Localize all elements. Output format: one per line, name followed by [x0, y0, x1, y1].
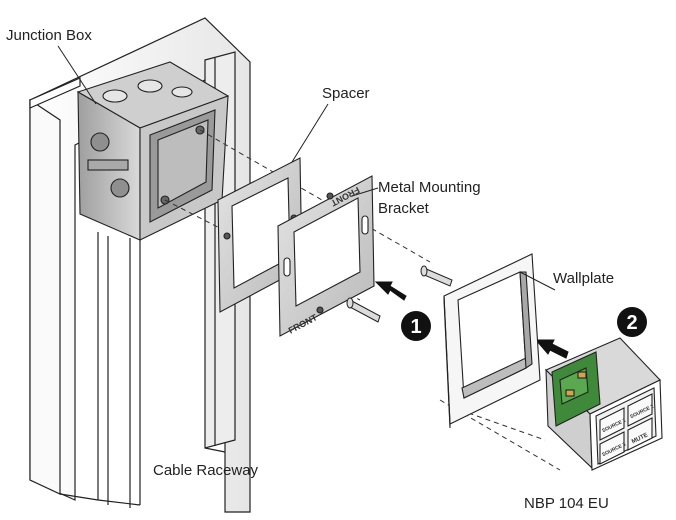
arrow-to-bracket	[374, 281, 407, 301]
junction-box	[76, 61, 230, 241]
label-bracket-line2: Bracket	[378, 200, 429, 217]
insert-arrows	[374, 281, 569, 359]
step-badge-2: 2	[617, 307, 647, 337]
label-cable-raceway: Cable Raceway	[153, 462, 259, 479]
keypad-module: SOURCE 1 SOURCE 2 SOURCE 3 MUTE	[545, 337, 663, 471]
label-junction-box: Junction Box	[6, 27, 92, 44]
cable-raceway	[29, 17, 251, 513]
wallplate	[443, 253, 541, 429]
label-spacer: Spacer	[322, 85, 370, 102]
step-badge-2-number: 2	[626, 312, 637, 334]
keypad-button-1	[599, 407, 625, 441]
leader-lines	[57, 45, 556, 291]
leader-spacer	[291, 103, 329, 163]
label-product: NBP 104 EU	[524, 495, 609, 512]
label-bracket-line1: Metal Mounting	[378, 179, 481, 196]
screw-top	[420, 265, 453, 287]
leader-wallplate	[519, 271, 556, 291]
arrow-to-wallplate	[534, 339, 569, 359]
keypad-button-2	[627, 393, 653, 427]
label-wallplate: Wallplate	[553, 270, 615, 287]
step-badge-1-number: 1	[410, 316, 421, 338]
leader-junction-box	[57, 45, 97, 105]
leader-bracket	[351, 187, 379, 197]
keypad-button-4	[627, 417, 653, 451]
screw-bottom	[346, 297, 381, 323]
keypad-button-3	[599, 431, 625, 465]
screws	[346, 265, 453, 323]
step-badge-1: 1	[401, 311, 431, 341]
